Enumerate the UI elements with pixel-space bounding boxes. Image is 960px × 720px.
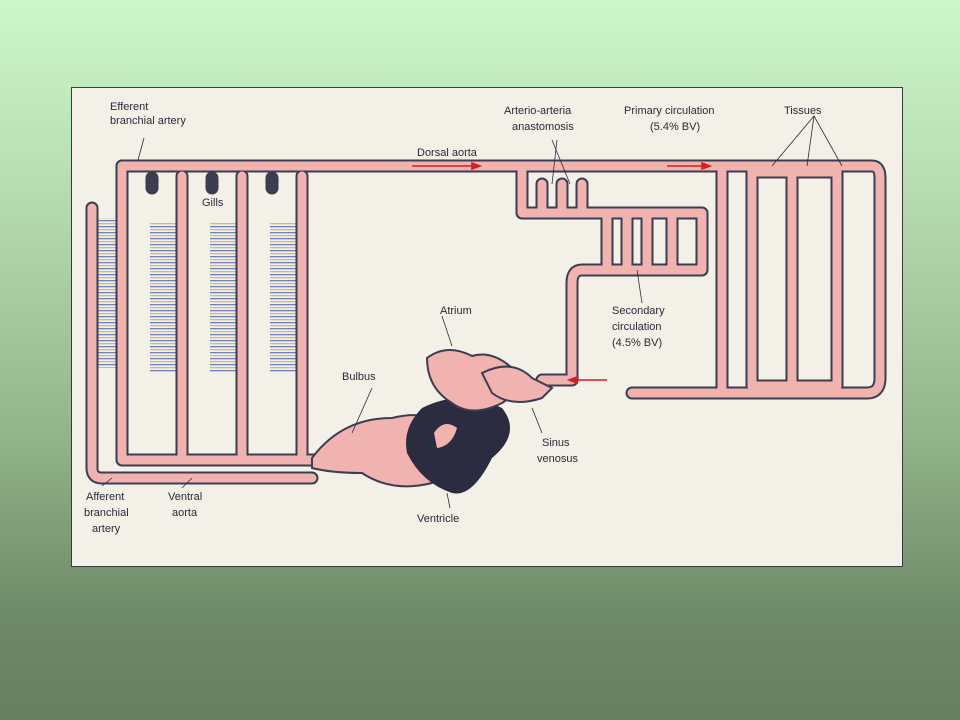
label-secondary-3: (4.5% BV) xyxy=(612,337,662,349)
circulation-diagram: Efferent branchial artery Gills Dorsal a… xyxy=(84,101,887,535)
heart xyxy=(311,349,554,494)
vessel-network xyxy=(85,159,887,485)
flow-arrows xyxy=(412,161,713,385)
label-bulbus: Bulbus xyxy=(342,371,376,383)
label-gills: Gills xyxy=(202,197,224,209)
label-tissues: Tissues xyxy=(784,105,822,117)
label-sinus-2: venosus xyxy=(537,453,578,465)
label-anastomosis-1: Arterio-arteria xyxy=(504,105,572,117)
label-anastomosis-2: anastomosis xyxy=(512,121,574,133)
label-primary-1: Primary circulation xyxy=(624,105,714,117)
label-atrium: Atrium xyxy=(440,305,472,317)
diagram-frame: Efferent branchial artery Gills Dorsal a… xyxy=(71,87,903,567)
gill-filaments xyxy=(88,218,300,373)
diagram-labels: Efferent branchial artery Gills Dorsal a… xyxy=(84,101,822,535)
label-efferent-1: Efferent xyxy=(110,101,148,113)
label-ventral-2: aorta xyxy=(172,507,198,519)
label-primary-2: (5.4% BV) xyxy=(650,121,700,133)
label-dorsal-aorta: Dorsal aorta xyxy=(417,147,478,159)
label-afferent-1: Afferent xyxy=(86,491,124,503)
label-secondary-2: circulation xyxy=(612,321,662,333)
label-sinus-1: Sinus xyxy=(542,437,570,449)
label-ventricle: Ventricle xyxy=(417,513,459,525)
leader-lines xyxy=(101,115,843,509)
label-ventral-1: Ventral xyxy=(168,491,202,503)
label-afferent-2: branchial xyxy=(84,507,129,519)
label-afferent-3: artery xyxy=(92,523,121,535)
label-secondary-1: Secondary xyxy=(612,305,665,317)
label-efferent-2: branchial artery xyxy=(110,115,186,127)
